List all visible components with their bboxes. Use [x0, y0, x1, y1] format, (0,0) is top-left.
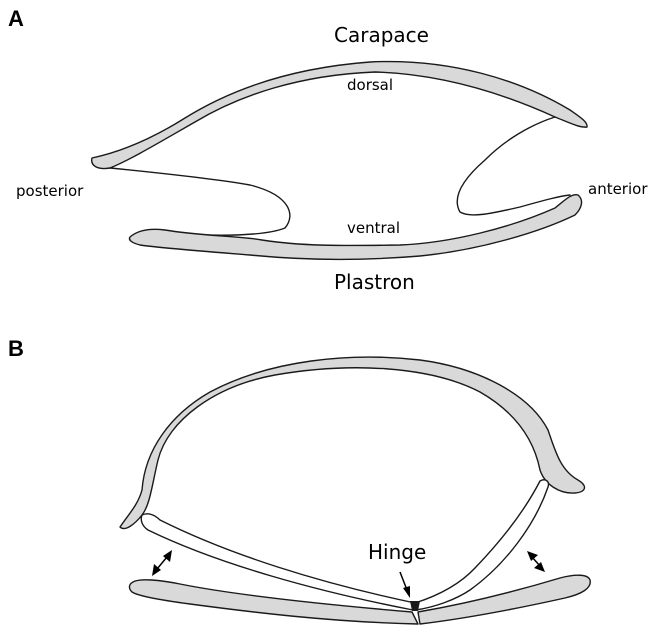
ventral-label: ventral [347, 219, 400, 237]
carapace-label: Carapace [334, 23, 429, 47]
panel-b: B Hinge [8, 336, 590, 624]
right-movement-arrow [527, 551, 545, 572]
panel-a: A Carapace dorsal posterior anterior ven… [8, 6, 648, 294]
anterior-label: anterior [588, 180, 648, 198]
plastron-label: Plastron [334, 270, 415, 294]
panel-a-letter: A [8, 6, 24, 31]
body-cavity-outline [110, 168, 290, 235]
panel-b-letter: B [8, 336, 24, 361]
hinge-pointer-arrow [400, 572, 410, 598]
left-movement-arrow [152, 550, 172, 576]
body-cavity-outline-anterior [457, 117, 570, 215]
hinge-label: Hinge [368, 540, 426, 564]
carapace-dome [120, 357, 584, 528]
dorsal-label: dorsal [347, 76, 393, 94]
carapace-shell [92, 62, 587, 169]
posterior-label: posterior [16, 182, 84, 200]
